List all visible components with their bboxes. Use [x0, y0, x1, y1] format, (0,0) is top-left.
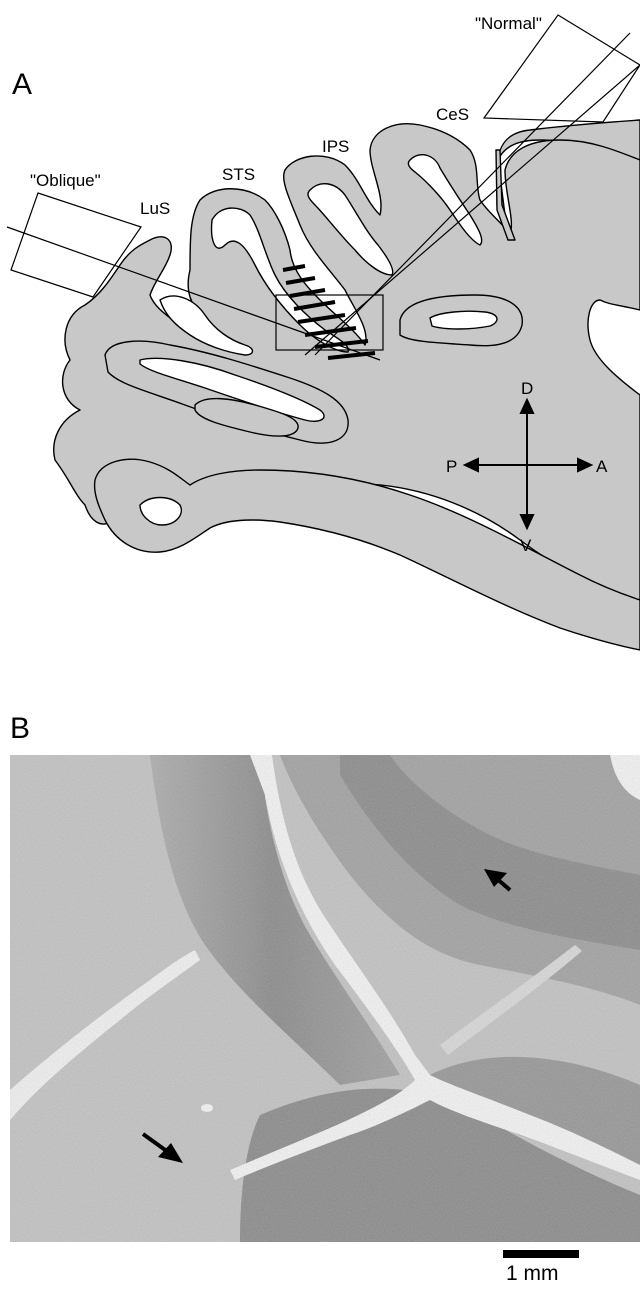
scale-label: 1 mm: [506, 1262, 559, 1286]
compass-anterior: A: [596, 457, 608, 476]
label-oblique: "Oblique": [30, 171, 101, 190]
scale-bar: [503, 1250, 579, 1258]
label-ces: CeS: [436, 105, 469, 124]
compass-ventral: V: [520, 536, 532, 555]
cortex-diagram: LuS STS IPS CeS "Oblique" "Normal" D V P…: [0, 0, 640, 660]
compass-dorsal: D: [521, 379, 533, 398]
label-normal: "Normal": [475, 14, 542, 33]
label-ips: IPS: [322, 137, 349, 156]
label-sts: STS: [222, 165, 255, 184]
label-lus: LuS: [140, 199, 170, 218]
micrograph-drawing: [10, 755, 640, 1242]
panel-b-letter: B: [10, 712, 30, 746]
compass-posterior: P: [446, 457, 457, 476]
island-anterior-hole: [430, 311, 497, 329]
micrograph-image: [10, 755, 640, 1242]
